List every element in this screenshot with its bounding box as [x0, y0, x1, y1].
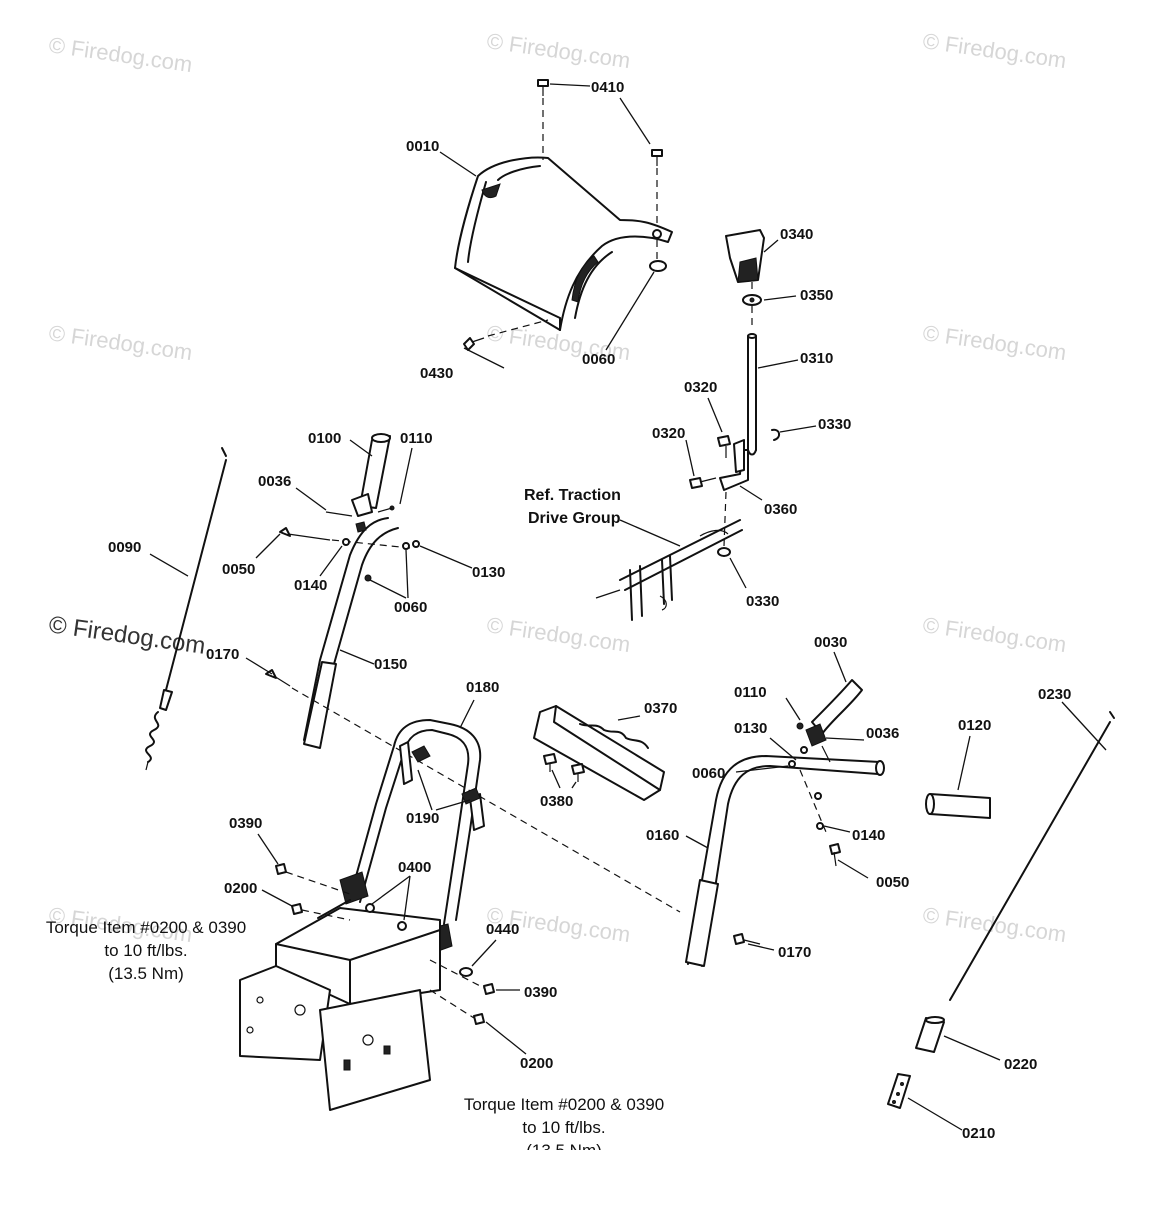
part-label: 0010: [406, 138, 439, 155]
part-label: 0390: [229, 815, 262, 832]
part-label: 0150: [374, 656, 407, 673]
part-label: 0110: [734, 684, 767, 701]
part-label: 0430: [420, 365, 453, 382]
reference-label: Ref. Traction: [524, 487, 621, 504]
part-label: 0030: [814, 634, 847, 651]
part-label: 0190: [406, 810, 439, 827]
part-label: 0340: [780, 226, 813, 243]
part-label-layer: 0410 0010 0340 0350 0430 0060 0310 0320 …: [108, 79, 1071, 1142]
handle-frame-part: [317, 719, 485, 973]
part-label: 0090: [108, 539, 141, 556]
watermark: © Firedog.com: [921, 28, 1068, 73]
torque-note-left: Torque Item #0200 & 0390 to 10 ft/lbs. (…: [46, 918, 246, 983]
part-label: 0400: [398, 859, 431, 876]
part-label: 0060: [394, 599, 427, 616]
part-label: 0180: [466, 679, 499, 696]
part-label: 0170: [206, 646, 239, 663]
torque-note-line: to 10 ft/lbs.: [522, 1118, 605, 1137]
part-label: 0140: [852, 827, 885, 844]
part-label: 0160: [646, 827, 679, 844]
part-label: 0100: [308, 430, 341, 447]
part-label: 0220: [1004, 1056, 1037, 1073]
reference-label: Drive Group: [528, 510, 621, 527]
part-label: 0320: [684, 379, 717, 396]
part-label: 0330: [746, 593, 779, 610]
part-label: 0120: [958, 717, 991, 734]
part-label: 0130: [734, 720, 767, 737]
watermark: © Firedog.com: [485, 612, 632, 657]
part-label: 0050: [876, 874, 909, 891]
part-label: 0230: [1038, 686, 1071, 703]
part-label: 0200: [224, 880, 257, 897]
part-label: 0060: [692, 765, 725, 782]
part-label: 0200: [520, 1055, 553, 1072]
cropped-edge-mask: [440, 1150, 700, 1200]
part-label: 0050: [222, 561, 255, 578]
part-label: 0060: [582, 351, 615, 368]
part-label: 0390: [524, 984, 557, 1001]
part-label: 0440: [486, 921, 519, 938]
part-label: 0380: [540, 793, 573, 810]
part-label: 0210: [962, 1125, 995, 1142]
part-label: 0330: [818, 416, 851, 433]
right-control-cable-part: [887, 711, 1115, 1109]
part-label: 0036: [866, 725, 899, 742]
watermark: © Firedog.com: [485, 28, 632, 73]
torque-note-line: to 10 ft/lbs.: [104, 941, 187, 960]
left-upper-handle-part: [265, 433, 681, 913]
part-label: 0130: [472, 564, 505, 581]
part-label: 0310: [800, 350, 833, 367]
watermark: © Firedog.com: [921, 320, 1068, 365]
watermark: © Firedog.com: [921, 902, 1068, 947]
torque-note-line: Torque Item #0200 & 0390: [464, 1095, 664, 1114]
part-label: 0110: [400, 430, 433, 447]
dash-cover-part: [454, 79, 673, 351]
part-label: 0350: [800, 287, 833, 304]
frame-base-part: [239, 863, 495, 1111]
shift-bracket-part: [533, 705, 665, 801]
left-control-cable-part: [145, 447, 227, 771]
watermark-primary: © Firedog.com: [47, 611, 207, 660]
part-label: 0370: [644, 700, 677, 717]
shift-lever-part: [689, 229, 780, 557]
part-label: 0170: [778, 944, 811, 961]
watermark: © Firedog.com: [47, 32, 194, 77]
watermark: © Firedog.com: [47, 320, 194, 365]
traction-drive-reference: [595, 519, 743, 621]
torque-note-line: Torque Item #0200 & 0390: [46, 918, 246, 937]
part-label: 0410: [591, 79, 624, 96]
right-upper-handle-part: [685, 679, 991, 967]
part-label: 0140: [294, 577, 327, 594]
leader-lines: [149, 83, 1107, 1131]
part-label: 0360: [764, 501, 797, 518]
torque-note-line: (13.5 Nm): [108, 964, 184, 983]
part-label: 0320: [652, 425, 685, 442]
part-label: 0036: [258, 473, 291, 490]
watermark: © Firedog.com: [921, 612, 1068, 657]
